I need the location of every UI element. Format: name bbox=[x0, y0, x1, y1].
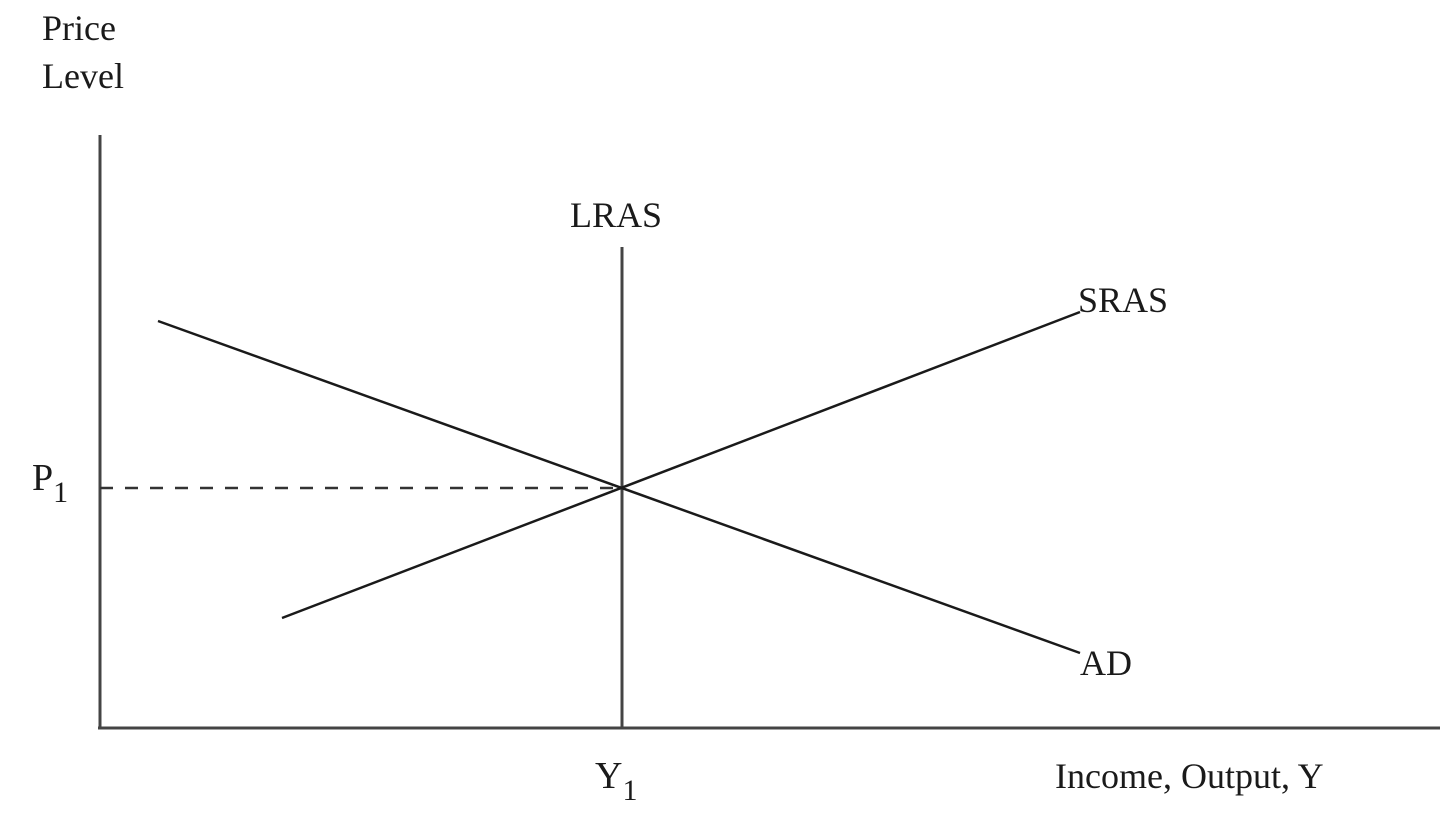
ad-label: AD bbox=[1080, 643, 1132, 683]
sras-line bbox=[281, 310, 1081, 620]
y1-label: Y1 bbox=[595, 755, 637, 807]
ad-line bbox=[157, 319, 1081, 655]
p1-label: P1 bbox=[32, 457, 68, 509]
y-axis-label-line1: Price bbox=[42, 8, 116, 48]
lras-label: LRAS bbox=[570, 195, 662, 235]
y-axis-label-line2: Level bbox=[42, 56, 124, 96]
x-axis-label: Income, Output, Y bbox=[1055, 756, 1324, 796]
sras-label: SRAS bbox=[1078, 280, 1168, 320]
